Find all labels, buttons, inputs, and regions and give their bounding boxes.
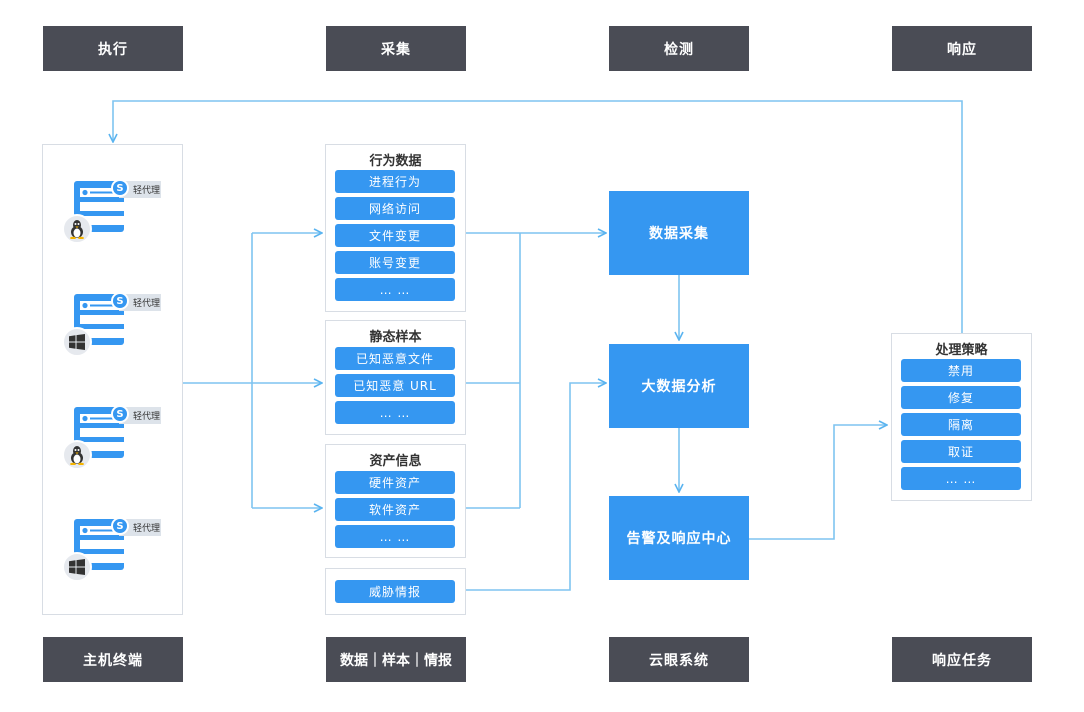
stage-collect: 采集 <box>326 26 466 71</box>
item-software-asset: 软件资产 <box>335 498 455 521</box>
stage-host-terminal: 主机终端 <box>43 637 183 682</box>
agent-label: 轻代理 <box>133 299 161 309</box>
behavior-data-group: 行为数据 进程行为 网络访问 文件变更 账号变更 … … <box>325 144 466 312</box>
big-data-analysis-box: 大数据分析 <box>609 344 749 428</box>
stage-execute: 执行 <box>43 26 183 71</box>
windows-icon <box>62 552 92 582</box>
policy-repair: 修复 <box>901 386 1021 409</box>
stage-respond: 响应 <box>892 26 1032 71</box>
agent-s-badge: S <box>111 517 129 535</box>
asset-info-group: 资产信息 硬件资产 软件资产 … … <box>325 444 466 558</box>
stage-response-task: 响应任务 <box>892 637 1032 682</box>
agent-tag: 轻代理 <box>119 407 161 424</box>
stage-cloud-eye-system: 云眼系统 <box>609 637 749 682</box>
policy-disable: 禁用 <box>901 359 1021 382</box>
item-known-malicious-file: 已知恶意文件 <box>335 347 455 370</box>
item-hardware-asset: 硬件资产 <box>335 471 455 494</box>
feedback-line <box>113 100 963 333</box>
intel-line <box>466 383 605 591</box>
data-collection-box: 数据采集 <box>609 191 749 275</box>
linux-icon <box>62 440 92 470</box>
item-more: … … <box>335 525 455 548</box>
host-item: 轻代理 S <box>60 291 170 357</box>
item-process-behavior: 进程行为 <box>335 170 455 193</box>
item-network-access: 网络访问 <box>335 197 455 220</box>
agent-tag: 轻代理 <box>119 519 161 536</box>
policy-title: 处理策略 <box>935 343 988 358</box>
stage-data-sample-intel: 数据｜样本｜情报 <box>326 637 466 682</box>
host-item: 轻代理 S <box>60 404 170 470</box>
threat-intel-group: 威胁情报 <box>325 568 466 615</box>
windows-icon <box>62 327 92 357</box>
agent-label: 轻代理 <box>133 186 161 196</box>
agent-s-badge: S <box>111 292 129 310</box>
static-sample-group: 静态样本 已知恶意文件 已知恶意 URL … … <box>325 320 466 435</box>
stage-detect: 检测 <box>609 26 749 71</box>
agent-label: 轻代理 <box>133 412 161 422</box>
host-item: 轻代理 S <box>60 178 170 244</box>
agent-tag: 轻代理 <box>119 294 161 311</box>
policy-forensics: 取证 <box>901 440 1021 463</box>
behavior-data-title: 行为数据 <box>369 154 422 169</box>
item-threat-intel: 威胁情报 <box>335 580 455 603</box>
policy-group: 处理策略 禁用 修复 隔离 取证 … … <box>891 333 1032 501</box>
item-more: … … <box>335 401 455 424</box>
item-known-malicious-url: 已知恶意 URL <box>335 374 455 397</box>
agent-s-badge: S <box>111 179 129 197</box>
agent-tag: 轻代理 <box>119 181 161 198</box>
asset-info-title: 资产信息 <box>369 454 422 469</box>
item-more: … … <box>335 278 455 301</box>
static-sample-title: 静态样本 <box>369 330 422 345</box>
policy-isolate: 隔离 <box>901 413 1021 436</box>
linux-icon <box>62 214 92 244</box>
host-item: 轻代理 S <box>60 516 170 582</box>
agent-label: 轻代理 <box>133 524 161 534</box>
alert-to-policy-line <box>749 425 886 540</box>
item-account-change: 账号变更 <box>335 251 455 274</box>
item-file-change: 文件变更 <box>335 224 455 247</box>
agent-s-badge: S <box>111 405 129 423</box>
alert-response-center-box: 告警及响应中心 <box>609 496 749 580</box>
policy-more: … … <box>901 467 1021 490</box>
